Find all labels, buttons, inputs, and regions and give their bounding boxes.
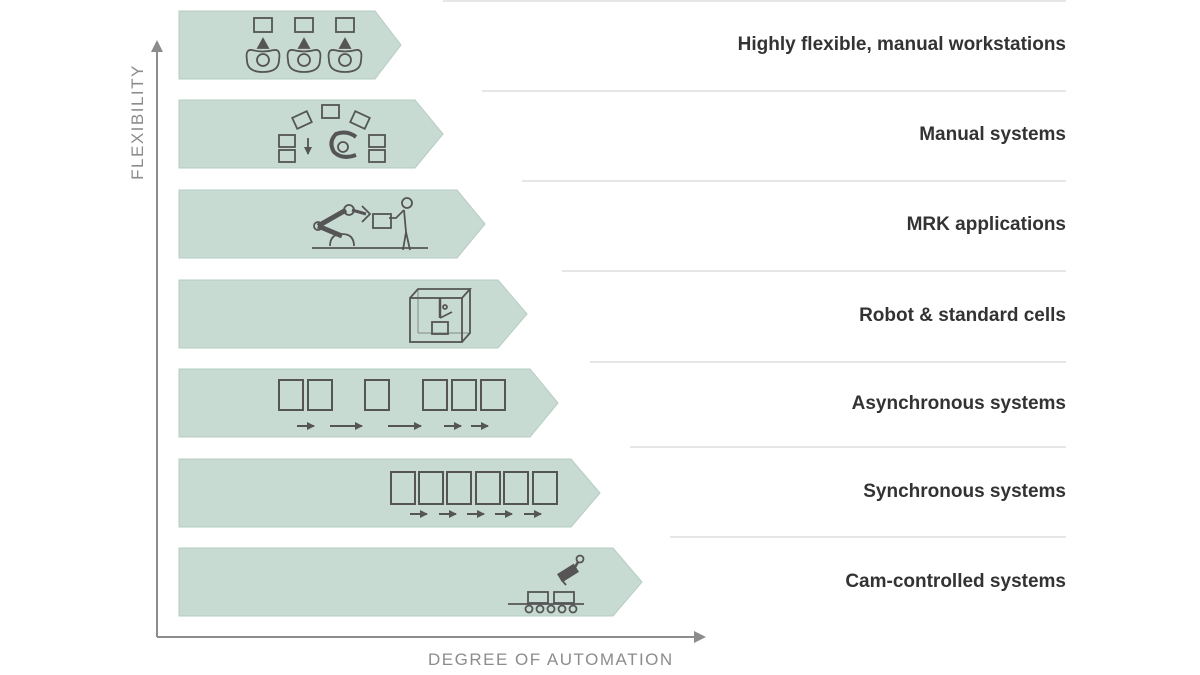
row-label-mrk-applications: MRK applications	[906, 214, 1066, 235]
row-label-synchronous-systems: Synchronous systems	[863, 481, 1066, 502]
asynchronous-stations-icon	[278, 379, 506, 430]
divider-lines	[443, 0, 1066, 538]
x-axis-arrowhead	[694, 631, 706, 643]
human-robot-collaboration-icon	[312, 197, 428, 251]
axes	[151, 40, 706, 643]
row-arrow	[178, 458, 601, 528]
y-axis-label: FLEXIBILITY	[128, 64, 147, 180]
row-label-asynchronous-systems: Asynchronous systems	[851, 393, 1066, 414]
row-arrow	[178, 99, 444, 169]
synchronous-stations-icon	[390, 471, 558, 518]
row-label-cam-controlled-systems: Cam-controlled systems	[845, 571, 1066, 592]
row-arrow	[178, 10, 402, 80]
robot-cell-enclosure-icon	[409, 288, 473, 343]
row-arrow	[178, 368, 559, 438]
row-label-robot-standard-cells: Robot & standard cells	[859, 305, 1066, 326]
u-shaped-manual-cell-icon	[278, 104, 386, 163]
row-label-manual-workstations: Highly flexible, manual workstations	[737, 34, 1066, 55]
x-axis-label: DEGREE OF AUTOMATION	[428, 650, 674, 669]
y-axis-arrowhead	[151, 40, 163, 52]
row-label-manual-systems: Manual systems	[919, 124, 1066, 145]
three-workers-at-stations-icon	[245, 17, 363, 73]
row-arrow	[178, 547, 643, 617]
cam-conveyor-icon	[508, 554, 585, 614]
row-arrow	[178, 279, 528, 349]
